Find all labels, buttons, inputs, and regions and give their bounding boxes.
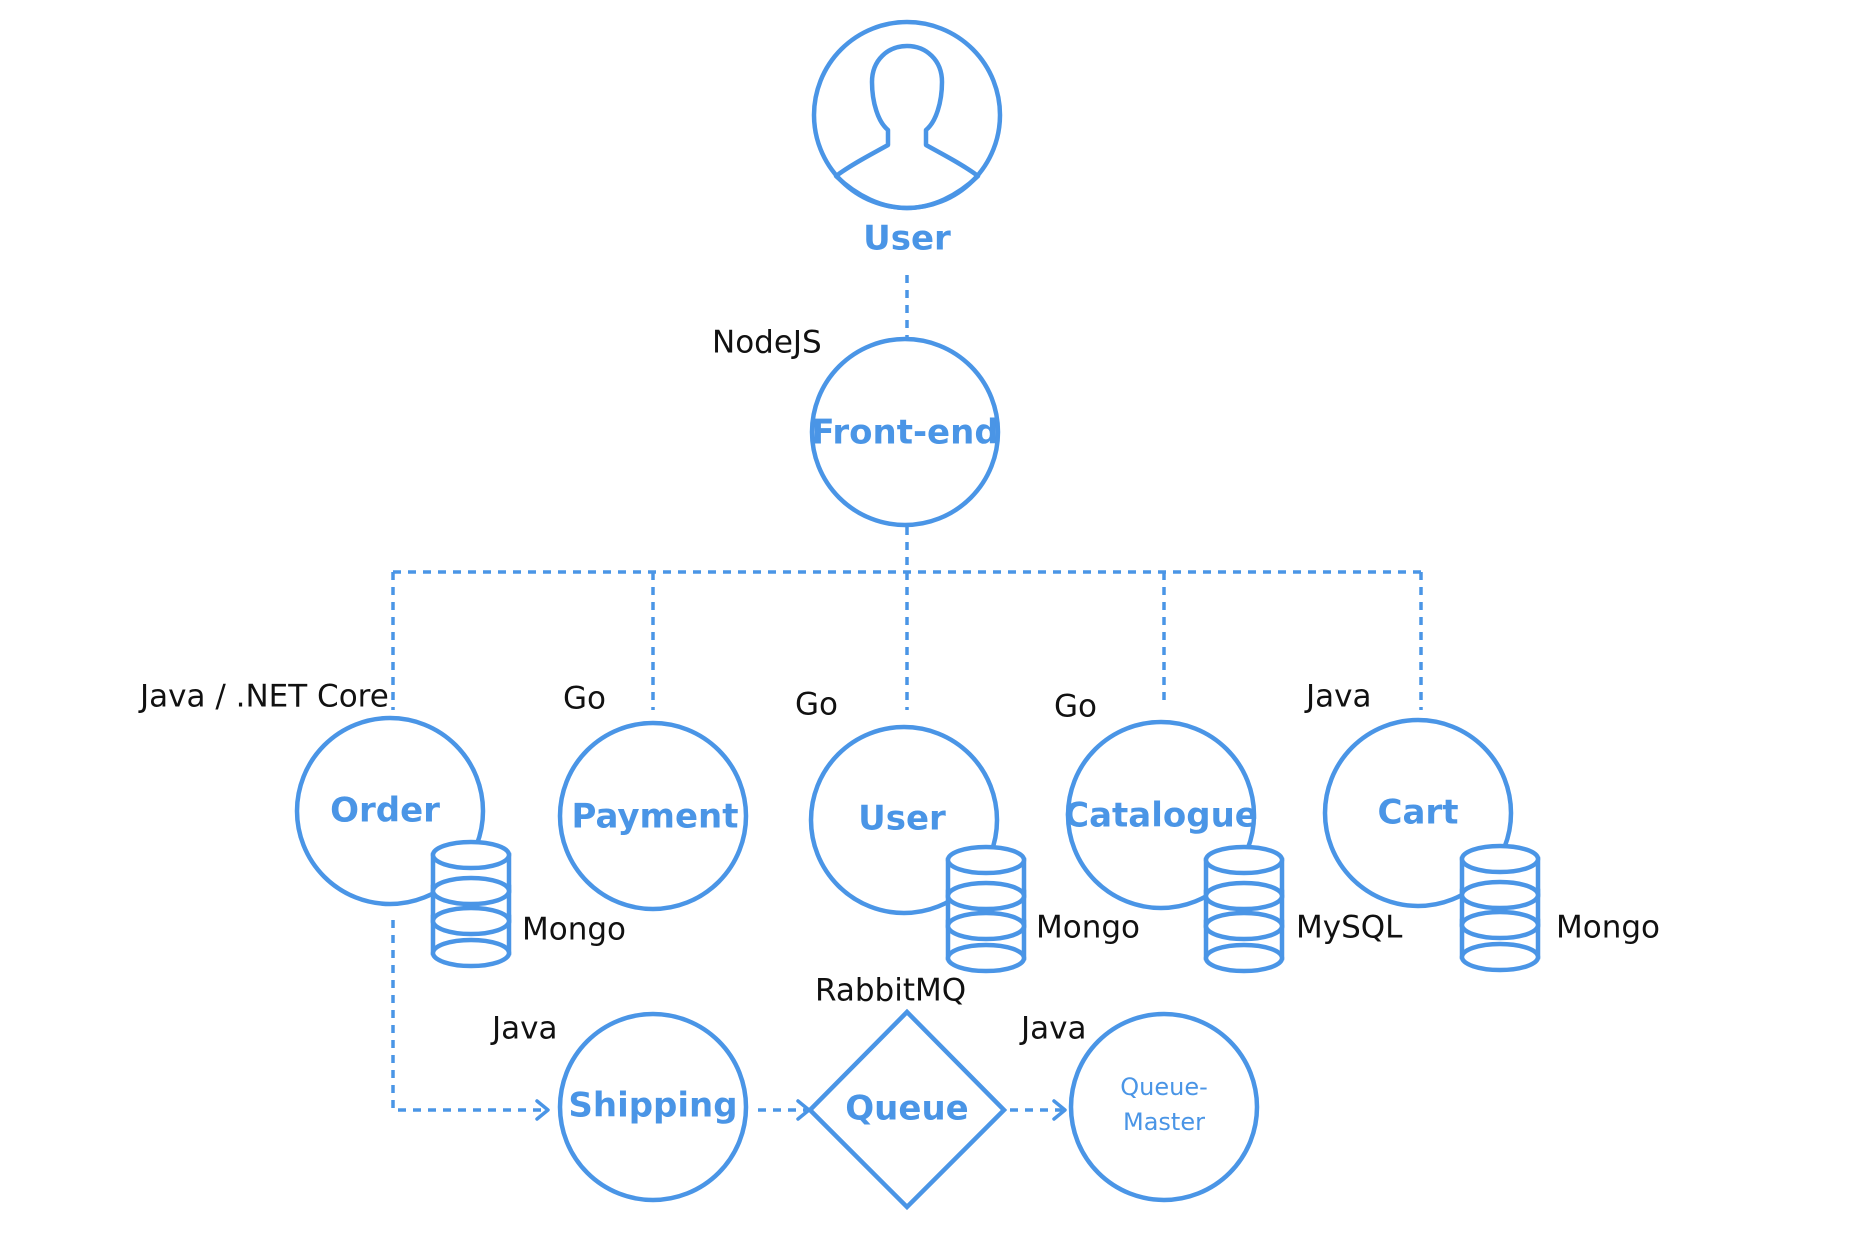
cart-label: Cart xyxy=(1378,793,1459,833)
catalogue-label: Catalogue xyxy=(1064,796,1258,836)
cart-node: Cart Java Mongo xyxy=(1304,679,1660,971)
order-tech-label: Java / .NET Core xyxy=(138,679,389,715)
arrowhead-order-shipping xyxy=(535,1099,550,1121)
queue-label: Queue xyxy=(845,1089,968,1129)
frontend-tech-label: NodeJS xyxy=(712,325,822,361)
cart-tech-label: Java xyxy=(1304,679,1371,715)
database-icon xyxy=(1206,847,1282,971)
shipping-node: Shipping Java xyxy=(490,1011,749,1203)
queue-tech-label: RabbitMQ xyxy=(815,973,966,1009)
queue-master-tech-label: Java xyxy=(1019,1011,1086,1047)
order-db-label: Mongo xyxy=(522,912,626,948)
database-icon xyxy=(948,847,1024,971)
catalogue-tech-label: Go xyxy=(1054,689,1097,725)
user-label: User xyxy=(863,219,951,259)
shipping-tech-label: Java xyxy=(490,1011,557,1047)
user-silhouette-icon xyxy=(833,43,981,211)
frontend-label: Front-end xyxy=(811,413,998,453)
payment-node: Payment Go xyxy=(557,681,749,912)
arrowhead-queue-queuemaster xyxy=(1052,1099,1067,1121)
queue-master-node: Queue- Master Java xyxy=(1019,1011,1260,1203)
user-node: User xyxy=(811,19,1003,259)
catalogue-db-label: MySQL xyxy=(1296,910,1403,946)
order-node: Order Java / .NET Core Mongo xyxy=(138,679,626,967)
user-service-label: User xyxy=(858,799,946,839)
frontend-node: Front-end NodeJS xyxy=(712,325,1001,528)
user-service-tech-label: Go xyxy=(795,687,838,723)
payment-tech-label: Go xyxy=(563,681,606,717)
connectors xyxy=(391,275,1423,1121)
order-label: Order xyxy=(330,791,440,831)
cart-db-label: Mongo xyxy=(1556,910,1660,946)
connector-order-shipping xyxy=(391,920,545,1112)
catalogue-node: Catalogue Go MySQL xyxy=(1054,689,1403,972)
database-icon xyxy=(433,842,509,966)
database-icon xyxy=(1462,846,1538,970)
queue-master-label-line1: Queue- xyxy=(1120,1073,1208,1101)
user-service-db-label: Mongo xyxy=(1036,910,1140,946)
payment-label: Payment xyxy=(571,797,738,837)
user-service-node: User Go Mongo xyxy=(795,687,1140,972)
queue-master-label-line2: Master xyxy=(1123,1108,1205,1136)
shipping-label: Shipping xyxy=(568,1086,737,1126)
queue-node: Queue RabbitMQ xyxy=(806,973,1008,1211)
